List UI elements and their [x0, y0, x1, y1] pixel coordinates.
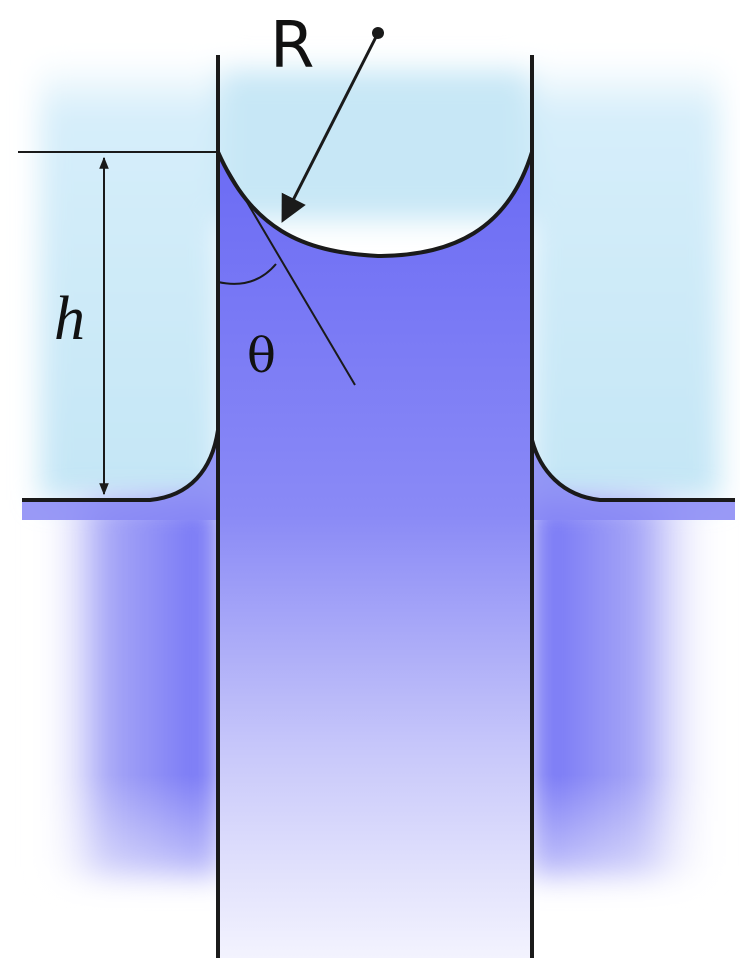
contact-angle-label: θ — [247, 328, 276, 384]
contact-angle-arc — [217, 263, 277, 285]
radius-label: R — [270, 9, 315, 83]
outer-meniscus-curve-left — [22, 429, 220, 502]
tangent-line — [227, 169, 356, 386]
radius-arrow — [281, 32, 380, 223]
air-region — [40, 60, 720, 500]
meniscus-curve — [216, 151, 534, 259]
liquid-column — [218, 152, 532, 958]
outer-meniscus-curve-right — [530, 439, 735, 502]
height-label: h — [54, 285, 85, 353]
